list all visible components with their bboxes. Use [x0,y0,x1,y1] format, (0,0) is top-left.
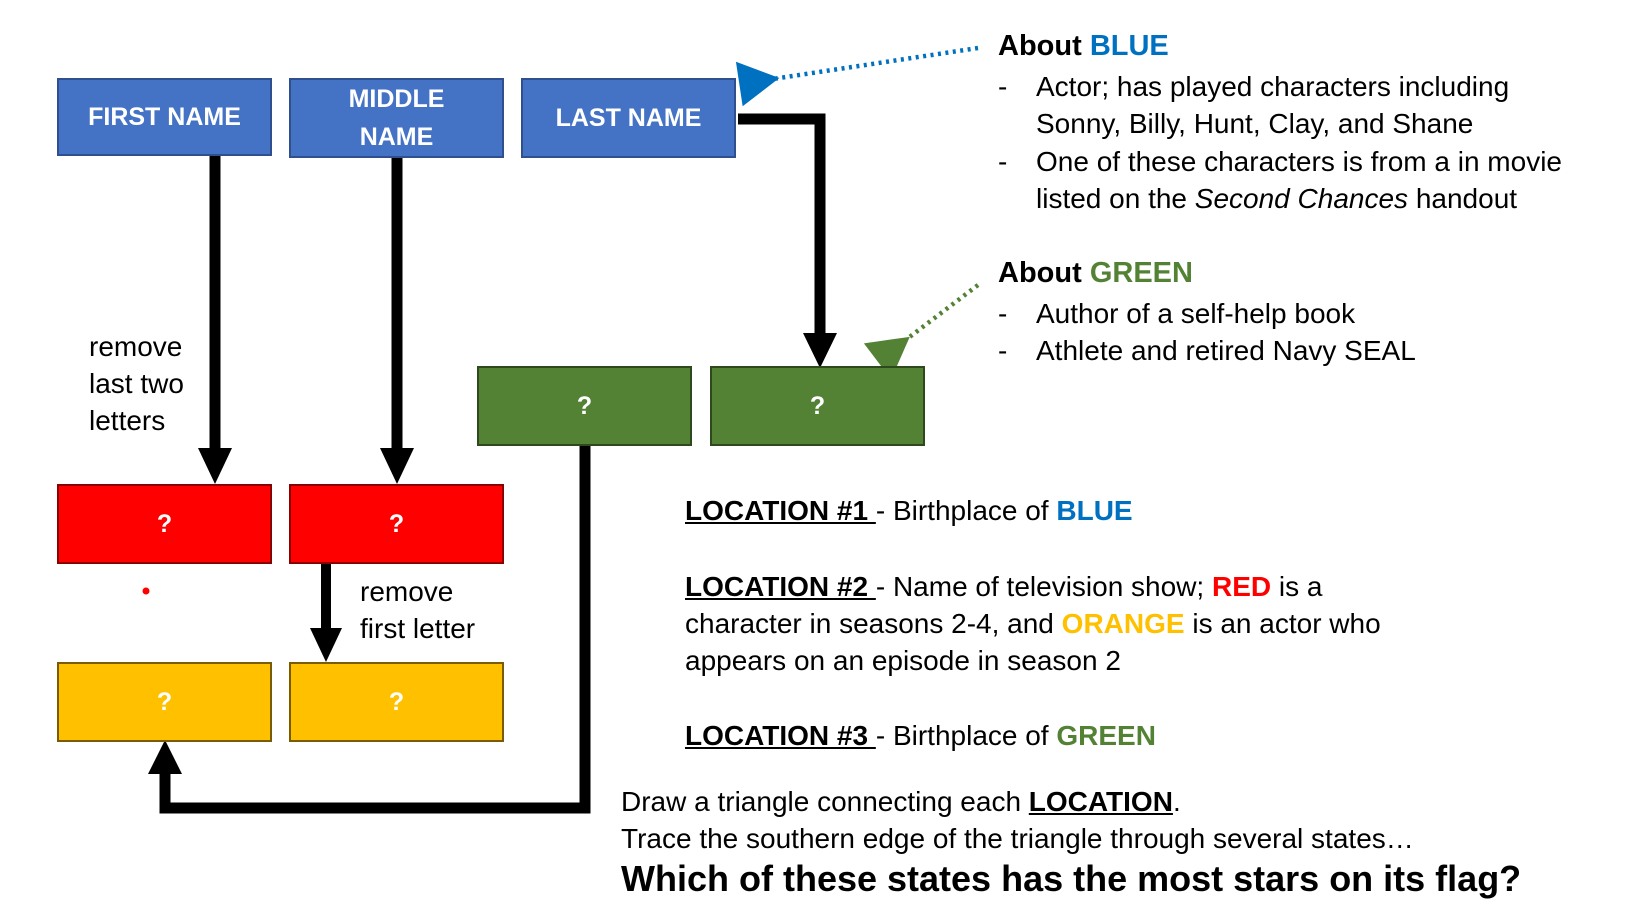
red-box-left: ? [57,484,272,564]
location-2-orange: ORANGE [1061,608,1185,639]
bullet-line: Sonny, Billy, Hunt, Clay, and Shane [1036,108,1474,139]
green-box-right-label: ? [809,392,826,420]
location-1-text: - Birthplace of [875,495,1057,526]
bullet-line: listed on the Second Chances handout [1036,180,1562,217]
final-text: . [1172,786,1181,817]
yellow-box-right: ? [289,662,504,742]
remove-last-two-instruction: remove last two letters [89,328,184,439]
location-2-red: RED [1211,571,1272,602]
red-box-right-label: ? [388,510,405,538]
instruction-line: first letter [360,613,476,644]
middle-name-label-line1: MIDDLE [348,85,445,113]
arrow-middle-to-red [380,154,414,484]
location-2-text: is an actor who [1184,608,1381,639]
blue-pointer-arrow [735,45,979,107]
about-green-color-word: GREEN [1089,257,1193,289]
about-blue-bullet-1: Actor; has played characters including S… [1036,68,1509,142]
about-blue-prefix: About [998,30,1090,62]
location-3-color: GREEN [1056,720,1156,751]
instruction-line: last two [89,368,184,399]
location-2-line-2: character in seasons 2-4, and ORANGE is … [685,605,1381,642]
bullet-marker: - [998,298,1008,329]
yellow-box-left: ? [57,662,272,742]
location-2: LOCATION #2 - Name of television show; R… [685,568,1381,679]
bullet-marker: - [998,146,1008,177]
location-2-line-1: LOCATION #2 - Name of television show; R… [685,568,1381,605]
about-green-bullet-2: Athlete and retired Navy SEAL [1036,335,1416,366]
red-dot [142,587,150,595]
about-green-prefix: About [998,257,1090,289]
arrow-red-to-yellow [310,562,342,662]
arrow-last-to-green [738,113,837,368]
location-1-color: BLUE [1056,495,1133,526]
bullet-marker: - [998,335,1008,366]
location-2-text: is a [1271,571,1323,602]
first-name-label: FIRST NAME [88,103,241,131]
bullet-marker: - [998,71,1008,102]
red-box-left-label: ? [156,510,173,538]
green-box-right: ? [710,366,925,446]
final-instruction-2: Trace the southern edge of the triangle … [621,823,1414,854]
final-location-word: LOCATION [1028,786,1173,817]
bullet-text: handout [1408,183,1518,214]
final-instruction-1: Draw a triangle connecting each LOCATION… [621,783,1181,820]
location-3-text: - Birthplace of [875,720,1057,751]
middle-name-box: MIDDLE NAME [289,78,504,158]
location-1-label: LOCATION #1 [685,495,876,526]
yellow-box-right-label: ? [388,688,405,716]
final-text: Draw a triangle connecting each [621,786,1029,817]
arrow-first-to-red [198,154,232,484]
about-green-bullet-1: Author of a self-help book [1036,298,1356,329]
last-name-label: LAST NAME [555,104,702,132]
instruction-line: remove [360,576,454,607]
green-box-left: ? [477,366,692,446]
remove-first-instruction: remove first letter [360,573,475,647]
green-pointer-arrow [863,283,980,380]
instruction-line: letters [89,405,166,436]
location-3: LOCATION #3 - Birthplace of GREEN [685,717,1156,754]
arrow-green-to-yellow [148,446,591,814]
about-blue-color-word: BLUE [1089,30,1169,62]
bullet-line: One of these characters is from a in mov… [1036,146,1562,177]
location-2-line-3: appears on an episode in season 2 [685,645,1121,676]
location-2-text: character in seasons 2-4, and [685,608,1062,639]
first-name-box: FIRST NAME [57,78,272,156]
last-name-box: LAST NAME [521,78,736,158]
location-2-label: LOCATION #2 [685,571,876,602]
about-blue-bullet-2: One of these characters is from a in mov… [1036,143,1562,217]
location-2-text: - Name of television show; [875,571,1212,602]
yellow-box-left-label: ? [156,688,173,716]
green-box-left-label: ? [576,392,593,420]
bullet-text: listed on the [1036,183,1195,214]
final-question: Which of these states has the most stars… [621,858,1522,899]
about-green-heading: About GREEN [998,255,1193,292]
bullet-line: Actor; has played characters including [1036,71,1510,102]
red-box-right: ? [289,484,504,564]
handout-title: Second Chances [1194,183,1409,214]
about-blue-heading: About BLUE [998,28,1169,65]
location-3-label: LOCATION #3 [685,720,876,751]
location-1: LOCATION #1 - Birthplace of BLUE [685,492,1133,529]
instruction-line: remove [89,331,183,362]
middle-name-label-line2: NAME [359,123,434,151]
